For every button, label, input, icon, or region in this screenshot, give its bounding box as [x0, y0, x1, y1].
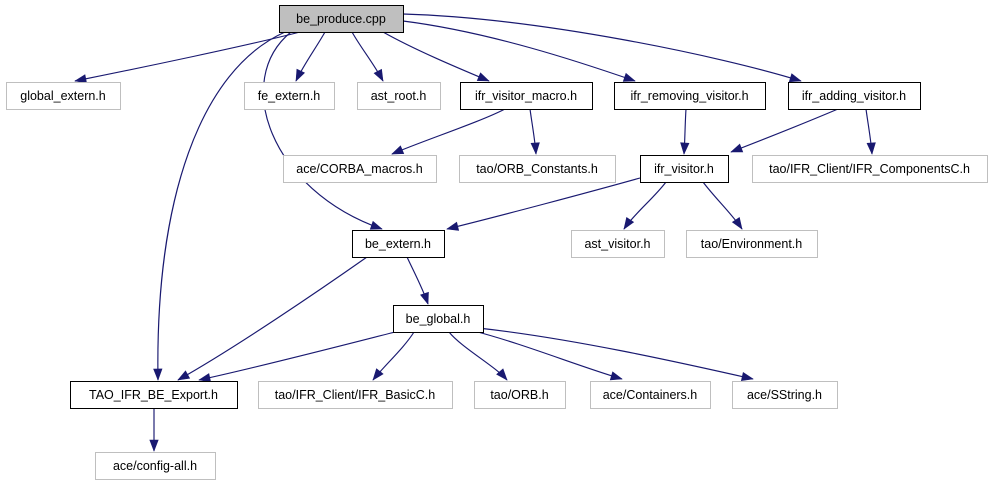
node-ast_root[interactable]: ast_root.h: [357, 82, 441, 110]
node-box-be_global[interactable]: [393, 305, 484, 333]
node-box-ifr_adding[interactable]: [788, 82, 921, 110]
arrowhead-be_global-to-tao_orb: [496, 368, 508, 381]
edge-be_extern-to-tao_ifr_be_export: [177, 256, 368, 381]
arrowhead-ifr_visitor_macro-to-corba_macros: [391, 145, 405, 155]
node-box-ifr_removing[interactable]: [614, 82, 766, 110]
arrowhead-ifr_visitor-to-environment: [731, 217, 743, 230]
node-ast_visitor[interactable]: ast_visitor.h: [571, 230, 665, 258]
node-ifr_visitor_macro[interactable]: ifr_visitor_macro.h: [460, 82, 593, 110]
node-box-global_extern[interactable]: [6, 82, 121, 110]
arrowhead-be_global-to-tao_ifr_be_export: [198, 373, 212, 383]
node-environment[interactable]: tao/Environment.h: [686, 230, 818, 258]
arrowhead-be_produce-to-be_extern: [369, 220, 383, 230]
arrowhead-be_produce-to-ifr_adding: [788, 73, 802, 83]
node-ifr_basicc[interactable]: tao/IFR_Client/IFR_BasicC.h: [258, 381, 453, 409]
node-be_extern[interactable]: be_extern.h: [352, 230, 445, 258]
edge-be_produce-to-be_extern: [262, 31, 383, 230]
arrowhead-be_produce-to-ast_root: [373, 68, 384, 82]
edge-be_global-to-sstring: [477, 327, 754, 380]
node-config_all[interactable]: ace/config-all.h: [95, 452, 216, 480]
node-box-sstring[interactable]: [732, 381, 838, 409]
arrowhead-be_extern-to-tao_ifr_be_export: [177, 370, 191, 381]
arrowhead-be_global-to-sstring: [740, 371, 754, 382]
arrowhead-ifr_adding-to-ifr_componentsc: [866, 142, 876, 155]
edge-be_produce-to-tao_ifr_be_export: [157, 31, 286, 381]
node-corba_macros[interactable]: ace/CORBA_macros.h: [283, 155, 437, 183]
node-box-orb_constants[interactable]: [459, 155, 616, 183]
node-ifr_visitor[interactable]: ifr_visitor.h: [640, 155, 729, 183]
edge-be_produce-to-ifr_removing: [402, 20, 636, 82]
node-be_global[interactable]: be_global.h: [393, 305, 484, 333]
node-box-ifr_basicc[interactable]: [258, 381, 453, 409]
node-ifr_adding[interactable]: ifr_adding_visitor.h: [788, 82, 921, 110]
node-layer: be_produce.cpp global_extern.h fe_extern.h…: [6, 5, 988, 480]
edge-ifr_adding-to-ifr_visitor: [730, 108, 839, 153]
arrowhead-be_produce-to-fe_extern: [295, 68, 306, 82]
node-global_extern[interactable]: global_extern.h: [6, 82, 121, 110]
node-box-ifr_visitor_macro[interactable]: [460, 82, 593, 110]
node-box-ast_root[interactable]: [357, 82, 441, 110]
node-box-ast_visitor[interactable]: [571, 230, 665, 258]
node-box-ifr_visitor[interactable]: [640, 155, 729, 183]
node-box-tao_ifr_be_export[interactable]: [70, 381, 238, 409]
edge-be_produce-to-ifr_visitor_macro: [382, 31, 490, 82]
node-box-be_extern[interactable]: [352, 230, 445, 258]
arrowhead-be_produce-to-ifr_removing: [622, 72, 636, 82]
node-box-environment[interactable]: [686, 230, 818, 258]
node-box-containers[interactable]: [590, 381, 711, 409]
node-tao_ifr_be_export[interactable]: TAO_IFR_BE_Export.h: [70, 381, 238, 409]
node-box-corba_macros[interactable]: [283, 155, 437, 183]
arrowhead-ifr_visitor-to-ast_visitor: [623, 217, 635, 230]
node-orb_constants[interactable]: tao/ORB_Constants.h: [459, 155, 616, 183]
edge-ifr_visitor_macro-to-corba_macros: [391, 108, 506, 155]
edge-ifr_visitor-to-be_extern: [446, 177, 641, 230]
node-box-fe_extern[interactable]: [244, 82, 335, 110]
arrowhead-be_produce-to-global_extern: [74, 74, 87, 84]
node-tao_orb[interactable]: tao/ORB.h: [474, 381, 566, 409]
arrowhead-be_global-to-containers: [609, 371, 623, 381]
arrowhead-tao_ifr_be_export-to-config_all: [149, 439, 159, 452]
node-ifr_removing[interactable]: ifr_removing_visitor.h: [614, 82, 766, 110]
node-ifr_componentsc[interactable]: tao/IFR_Client/IFR_ComponentsC.h: [752, 155, 988, 183]
arrowhead-ifr_removing-to-ifr_visitor: [680, 142, 690, 155]
arrowhead-ifr_visitor-to-be_extern: [446, 221, 460, 231]
arrowhead-be_produce-to-tao_ifr_be_export: [153, 368, 163, 381]
edge-be_global-to-tao_ifr_be_export: [198, 331, 396, 381]
edge-layer: [74, 13, 876, 452]
node-box-tao_orb[interactable]: [474, 381, 566, 409]
node-box-be_produce[interactable]: [279, 5, 404, 33]
node-be_produce[interactable]: be_produce.cpp: [279, 5, 404, 33]
edge-be_produce-to-global_extern: [74, 31, 301, 82]
arrowhead-be_extern-to-be_global: [420, 291, 429, 305]
edge-be_global-to-containers: [473, 330, 623, 380]
node-containers[interactable]: ace/Containers.h: [590, 381, 711, 409]
edge-be_produce-to-ifr_adding: [402, 13, 802, 82]
arrowhead-be_global-to-ifr_basicc: [372, 368, 384, 381]
node-box-ifr_componentsc[interactable]: [752, 155, 988, 183]
node-sstring[interactable]: ace/SString.h: [732, 381, 838, 409]
arrowhead-be_produce-to-ifr_visitor_macro: [476, 72, 490, 82]
arrowhead-ifr_visitor_macro-to-orb_constants: [530, 142, 540, 155]
node-fe_extern[interactable]: fe_extern.h: [244, 82, 335, 110]
node-box-config_all[interactable]: [95, 452, 216, 480]
arrowhead-ifr_adding-to-ifr_visitor: [730, 143, 744, 153]
